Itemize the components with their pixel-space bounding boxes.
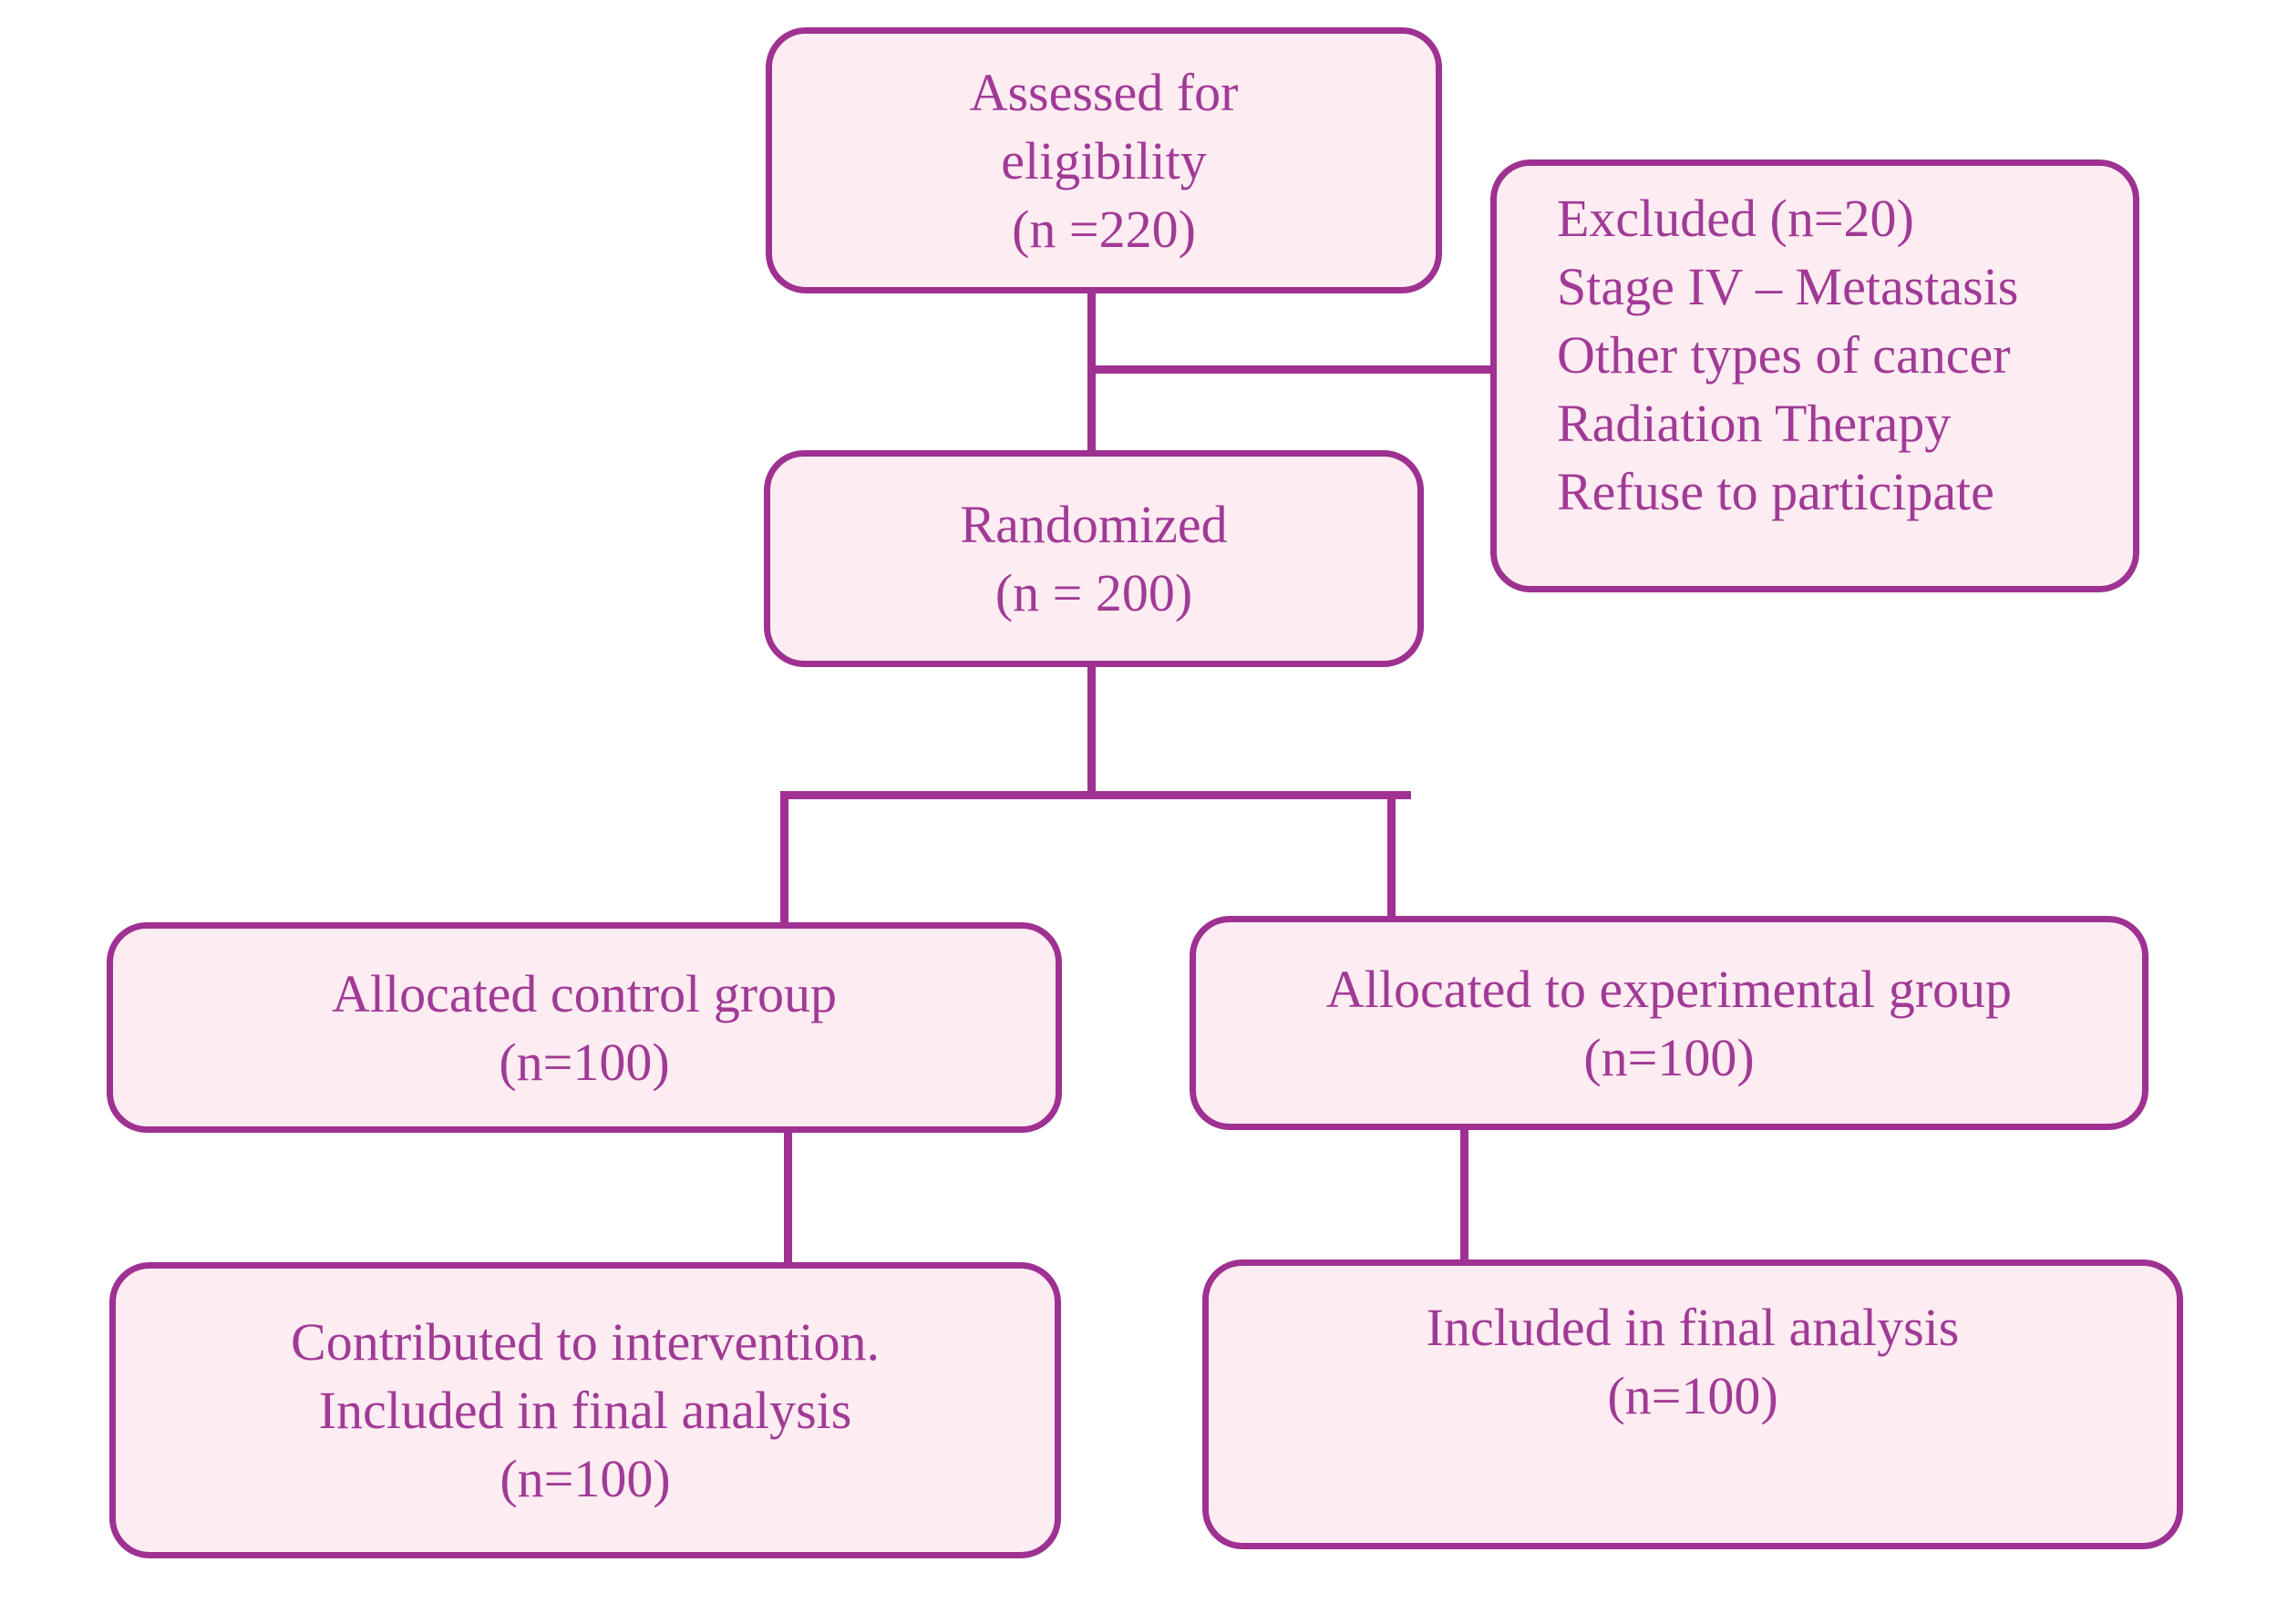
excluded-reason-1: Stage IV – Metastasis <box>1557 257 2019 316</box>
control-outcome-count: (n=100) <box>500 1449 671 1508</box>
randomized-count: (n = 200) <box>994 563 1193 622</box>
experimental-outcome-count: (n=100) <box>1607 1366 1778 1425</box>
excluded-reason-3: Radiation Therapy <box>1557 394 1952 453</box>
connector-split-to-experimental <box>1387 791 1396 921</box>
assessed-line-1: Assessed for <box>969 62 1239 122</box>
connector-split-to-control <box>780 791 788 926</box>
experimental-outcome-line: Included in final analysis <box>1426 1298 1960 1357</box>
connector-control-to-outcome <box>784 1130 792 1265</box>
assessed-box: Assessed for eligibility (n =220) <box>766 27 1442 293</box>
allocated-control-box: Allocated control group (n=100) <box>107 922 1062 1133</box>
allocated-experimental-count: (n=100) <box>1583 1027 1755 1087</box>
assessed-count: (n =220) <box>1012 199 1196 259</box>
randomized-line: Randomized <box>960 495 1228 554</box>
connector-randomized-to-split <box>1087 663 1096 797</box>
allocated-control-line: Allocated control group <box>331 963 838 1023</box>
excluded-box: Excluded (n=20) Stage IV – Metastasis Ot… <box>1490 159 2139 592</box>
experimental-outcome-box: Included in final analysis (n=100) <box>1202 1259 2183 1549</box>
assessed-line-2: eligibility <box>1001 130 1207 190</box>
excluded-count: Excluded (n=20) <box>1557 189 1914 248</box>
split-bar <box>780 791 1411 799</box>
excluded-reason-2: Other types of cancer <box>1557 325 2011 385</box>
control-outcome-line-1: Contributed to intervention. <box>291 1312 880 1372</box>
connector-experimental-to-outcome <box>1460 1128 1468 1263</box>
allocated-experimental-box: Allocated to experimental group (n=100) <box>1190 916 2148 1130</box>
control-outcome-line-2: Included in final analysis <box>318 1381 852 1440</box>
randomized-box: Randomized (n = 200) <box>764 450 1424 667</box>
allocated-experimental-line: Allocated to experimental group <box>1325 959 2013 1019</box>
allocated-control-count: (n=100) <box>499 1032 670 1092</box>
control-outcome-box: Contributed to intervention. Included in… <box>109 1262 1061 1558</box>
connector-to-excluded <box>1087 365 1493 374</box>
excluded-reason-4: Refuse to participate <box>1557 462 1994 521</box>
